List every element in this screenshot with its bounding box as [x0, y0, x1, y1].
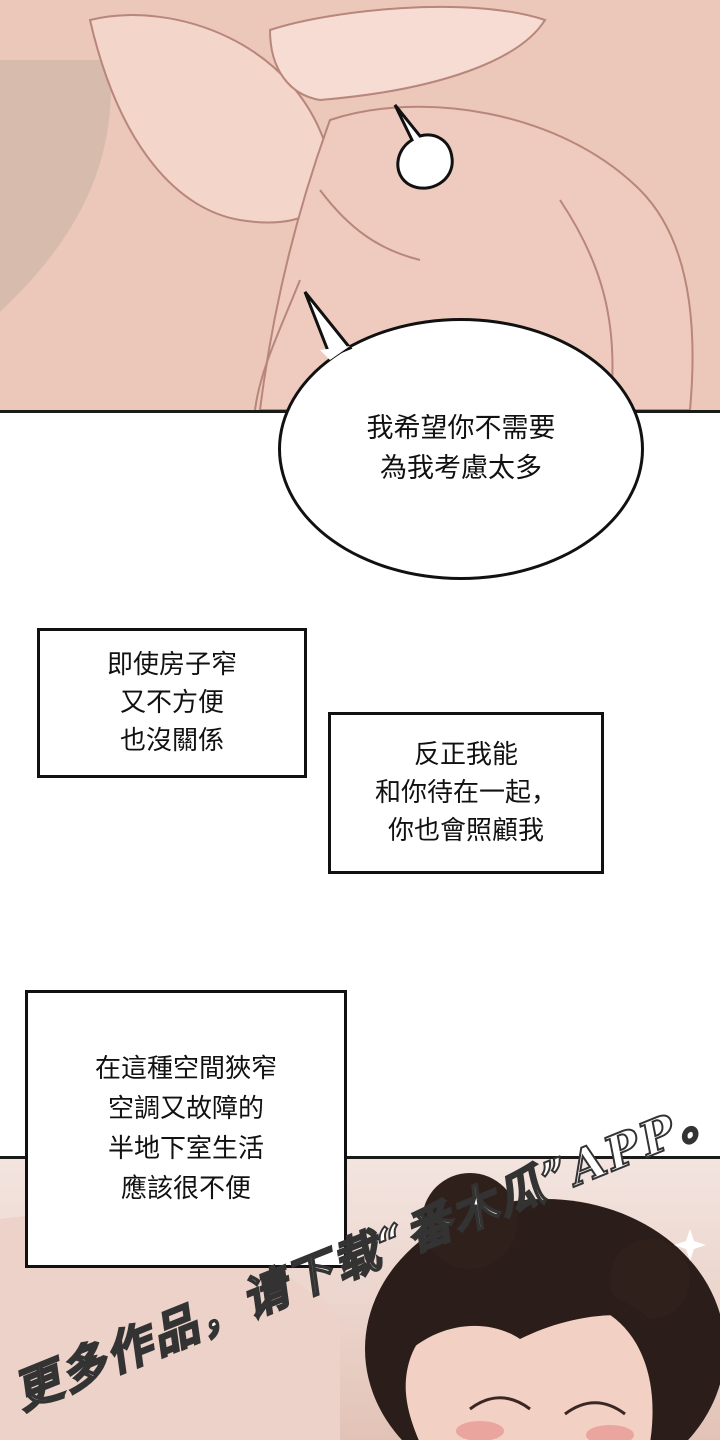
- speech-bubble-tail: [303, 291, 353, 360]
- caption-2-line-1: 反正我能: [413, 740, 518, 770]
- speech-bubble: 我希望你不需要 為我考慮太多: [278, 318, 644, 580]
- caption-2-line-2: 和你待在一起，: [374, 778, 557, 808]
- bottom-panel-artwork: [0, 1156, 720, 1440]
- torso-illustration: [0, 0, 720, 410]
- caption-3-line-2: 空調又故障的: [107, 1094, 264, 1124]
- top-panel-artwork: [0, 0, 720, 413]
- caption-3-line-4: 應該很不便: [120, 1174, 251, 1204]
- caption-box-3: 在這種空間狹窄 空調又故障的 半地下室生活 應該很不便: [25, 990, 347, 1268]
- speech-line-1: 我希望你不需要: [366, 413, 556, 444]
- caption-box-2: 反正我能 和你待在一起， 你也會照顧我: [328, 712, 604, 874]
- girl-illustration: [0, 1173, 720, 1440]
- caption-3-line-1: 在這種空間狹窄: [94, 1054, 277, 1084]
- caption-3-line-3: 半地下室生活: [107, 1134, 264, 1164]
- caption-2-line-3: 你也會照顧我: [387, 816, 544, 846]
- caption-1-line-2: 又不方便: [119, 688, 224, 718]
- caption-1-line-1: 即使房子窄: [106, 650, 237, 680]
- caption-1-line-3: 也沒關係: [119, 726, 224, 756]
- speech-line-2: 為我考慮太多: [380, 453, 542, 484]
- caption-box-1: 即使房子窄 又不方便 也沒關係: [37, 628, 307, 778]
